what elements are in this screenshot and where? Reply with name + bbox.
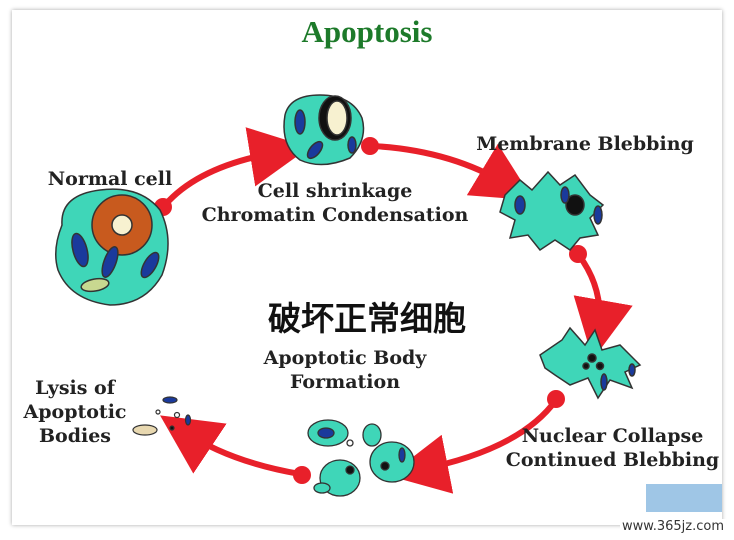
shrinking-cell — [283, 94, 365, 166]
diagram-title: Apoptosis — [301, 14, 433, 49]
label-line: Apoptotic — [23, 400, 127, 423]
arrow-dot — [569, 245, 587, 263]
lysis-fragments — [132, 396, 192, 436]
arrow-dot — [547, 390, 565, 408]
label-line: Lysis of — [35, 377, 115, 399]
label-line: Chromatin Condensation — [201, 203, 469, 226]
label-line: Apoptotic Body — [263, 347, 427, 369]
label-apoptotic-body: Apoptotic Body Formation — [240, 347, 450, 395]
arrow-shrink-to-bleb — [371, 143, 534, 201]
label-line: Bodies — [38, 424, 112, 447]
arrow-dot — [361, 137, 379, 155]
label-lysis: Lysis of Apoptotic Bodies — [10, 377, 140, 448]
normal-cell — [55, 188, 169, 306]
arrow-body-to-lysis — [160, 415, 301, 477]
label-line: Formation — [289, 370, 401, 393]
arrow-dot — [293, 466, 311, 484]
collapsing-cell — [539, 326, 642, 400]
label-line: Nuclear Collapse — [521, 425, 704, 447]
label-nuclear-collapse: Nuclear Collapse Continued Blebbing — [500, 425, 725, 473]
arrow-normal-to-shrink — [162, 127, 310, 207]
label-normal-cell: Normal cell — [47, 168, 173, 190]
watermark-logo — [646, 484, 722, 512]
blebbing-cell — [499, 170, 605, 252]
label-line: Continued Blebbing — [505, 448, 720, 471]
label-cell-shrinkage: Cell shrinkage Chromatin Condensation — [190, 180, 480, 228]
label-membrane-blebbing: Membrane Blebbing — [476, 133, 694, 155]
arrow-collapse-to-body — [388, 398, 559, 494]
label-line: Cell shrinkage — [257, 180, 413, 202]
overlay-caption: 破坏正常细胞 — [268, 299, 466, 338]
watermark-text: www.365jz.com — [620, 519, 726, 534]
apoptotic-bodies — [307, 419, 415, 497]
